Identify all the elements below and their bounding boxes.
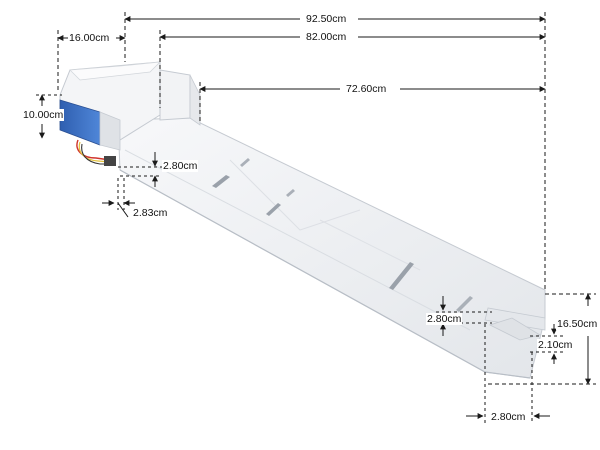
label-left-step-height: 2.80cm bbox=[162, 160, 199, 172]
label-right-tab-width: 2.80cm bbox=[490, 411, 527, 423]
dimension-body-length bbox=[159, 30, 546, 108]
label-tray-length: 72.60cm bbox=[345, 83, 388, 95]
label-motor-height: 10.00cm bbox=[22, 109, 65, 121]
label-body-length: 82.00cm bbox=[305, 31, 348, 43]
dimension-tray-length bbox=[199, 82, 546, 122]
dimension-right-tab-width bbox=[466, 324, 550, 424]
dimension-left-step-width bbox=[102, 178, 135, 218]
motor-wires bbox=[76, 139, 116, 166]
tray-body bbox=[117, 117, 546, 379]
label-right-end-height: 16.50cm bbox=[556, 318, 599, 330]
label-right-step-height: 2.80cm bbox=[426, 313, 463, 325]
label-motor-depth: 16.00cm bbox=[68, 32, 111, 44]
dimension-motor-depth bbox=[57, 30, 126, 90]
dimension-right-step-height bbox=[436, 296, 492, 336]
dimension-motor-height bbox=[36, 94, 62, 139]
label-overall-length: 92.50cm bbox=[305, 13, 348, 25]
dimension-right-end-height bbox=[488, 293, 596, 385]
motor-housing bbox=[59, 61, 162, 151]
label-left-step-width: 2.83cm bbox=[132, 207, 169, 219]
label-right-tab-height: 2.10cm bbox=[537, 339, 574, 351]
tray-slots bbox=[212, 158, 473, 312]
dimension-right-tab-height bbox=[530, 324, 566, 364]
tray-walls bbox=[159, 69, 201, 126]
